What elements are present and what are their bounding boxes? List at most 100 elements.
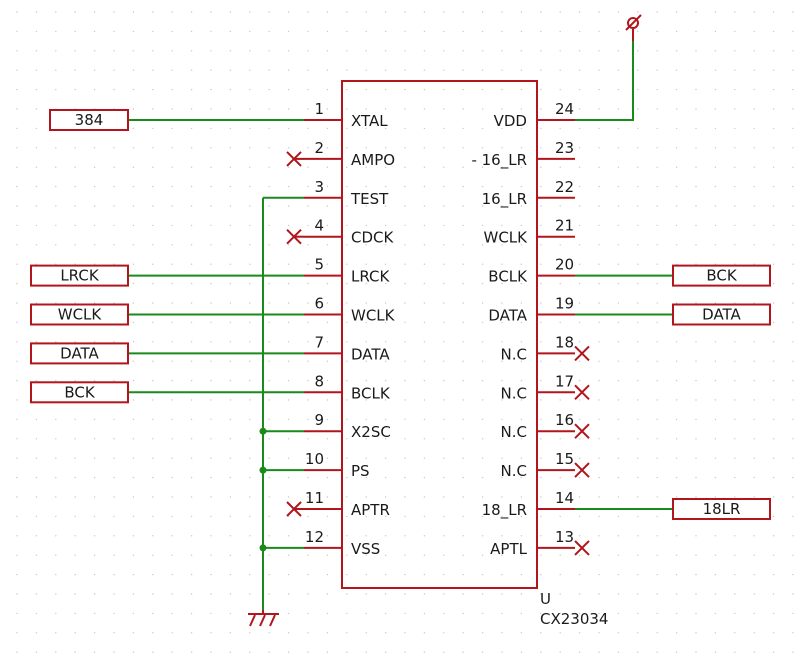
- pins: 1XTAL3842AMPO3TEST4CDCK5LRCKLRCK6WCLKWCL…: [30, 100, 771, 558]
- vdd-wire: [575, 41, 634, 121]
- pin-name: XTAL: [351, 112, 388, 130]
- ground-symbol-icon: [248, 610, 279, 627]
- pin-name: 16_LR: [482, 190, 527, 209]
- pin-name: APTL: [490, 540, 527, 558]
- pin-name: VDD: [494, 112, 527, 130]
- pin-name: DATA: [351, 345, 390, 363]
- net-label-text: LRCK: [60, 267, 100, 285]
- pin-16[interactable]: 16N.C: [501, 411, 590, 441]
- pin-number: 21: [555, 217, 574, 235]
- pin-number: 15: [555, 450, 574, 468]
- pin-number: 9: [314, 411, 324, 429]
- net-label-text: WCLK: [58, 306, 103, 324]
- pin-name: DATA: [488, 307, 527, 325]
- net-label-box: [672, 303, 771, 326]
- net-label-bck[interactable]: BCK: [672, 264, 771, 287]
- pin-name: 18_LR: [482, 501, 527, 520]
- pin-name: LRCK: [351, 268, 391, 286]
- pin-number: 4: [314, 217, 324, 235]
- pin-number: 22: [555, 178, 574, 196]
- grid-dots: [16, 11, 794, 653]
- net-label-text: 384: [75, 111, 104, 129]
- pin-number: 18: [555, 333, 574, 351]
- net-label-box: [49, 109, 129, 131]
- pin-number: 19: [555, 295, 574, 313]
- net-label-data[interactable]: DATA: [30, 342, 129, 365]
- net-label-text: BCK: [64, 383, 96, 401]
- net-label-box: [672, 498, 771, 520]
- pin-number: 5: [314, 256, 324, 274]
- wires: [128, 41, 673, 612]
- pin-number: 8: [314, 372, 324, 390]
- pin-number: 16: [555, 411, 574, 429]
- pin-number: 23: [555, 139, 574, 157]
- pin-number: 7: [314, 333, 324, 351]
- net-label-text: DATA: [60, 344, 99, 362]
- net-label-box: [30, 381, 129, 404]
- pin-name: TEST: [350, 190, 389, 208]
- net-label-384[interactable]: 384: [49, 109, 129, 131]
- pin-17[interactable]: 17N.C: [501, 372, 590, 402]
- net-label-box: [30, 303, 129, 326]
- pin-name: VSS: [351, 540, 380, 558]
- net-label-bck[interactable]: BCK: [30, 381, 129, 404]
- pin-name: WCLK: [484, 229, 529, 247]
- pin-name: N.C: [501, 423, 527, 441]
- pin-number: 10: [305, 450, 324, 468]
- pin-name: N.C: [501, 384, 527, 402]
- pin-number: 14: [555, 489, 574, 507]
- pin-number: 6: [314, 295, 324, 313]
- pin-number: 20: [555, 256, 574, 274]
- net-label-text: 18LR: [703, 500, 741, 518]
- pin-name: BCLK: [488, 268, 528, 286]
- pin-name: N.C: [501, 345, 527, 363]
- pin-name: AMPO: [351, 151, 395, 169]
- pin-23[interactable]: 23 - 16_LR: [471, 139, 575, 170]
- pin-name: WCLK: [351, 307, 396, 325]
- pin-14[interactable]: 14 18_LR: [482, 489, 575, 520]
- net-label-18lr[interactable]: 18LR: [672, 498, 771, 520]
- net-label-data[interactable]: DATA: [672, 303, 771, 326]
- net-label-text: DATA: [702, 306, 741, 324]
- pin-name: PS: [351, 462, 370, 480]
- pin-22[interactable]: 22 16_LR: [482, 178, 575, 209]
- net-label-box: [672, 264, 771, 287]
- pin-number: 11: [305, 489, 324, 507]
- net-label-box: [30, 264, 129, 287]
- pin-number: 24: [555, 100, 574, 118]
- net-label-text: BCK: [706, 267, 738, 285]
- pin-name: BCLK: [351, 384, 391, 402]
- net-label-wclk[interactable]: WCLK: [30, 303, 129, 326]
- pin-name: N.C: [501, 462, 527, 480]
- pin-number: 1: [314, 100, 324, 118]
- pin-18[interactable]: 18N.C: [501, 333, 590, 363]
- component-value: CX23034: [540, 610, 608, 628]
- pin-name: - 16_LR: [471, 151, 527, 170]
- pin-number: 3: [314, 178, 324, 196]
- component-reference: U: [540, 590, 551, 608]
- pin-15[interactable]: 15N.C: [501, 450, 590, 480]
- net-label-lrck[interactable]: LRCK: [30, 264, 129, 287]
- ic-body[interactable]: [341, 80, 538, 589]
- pin-name: CDCK: [351, 229, 394, 247]
- pin-name: APTR: [351, 501, 390, 519]
- pin-number: 12: [305, 528, 324, 546]
